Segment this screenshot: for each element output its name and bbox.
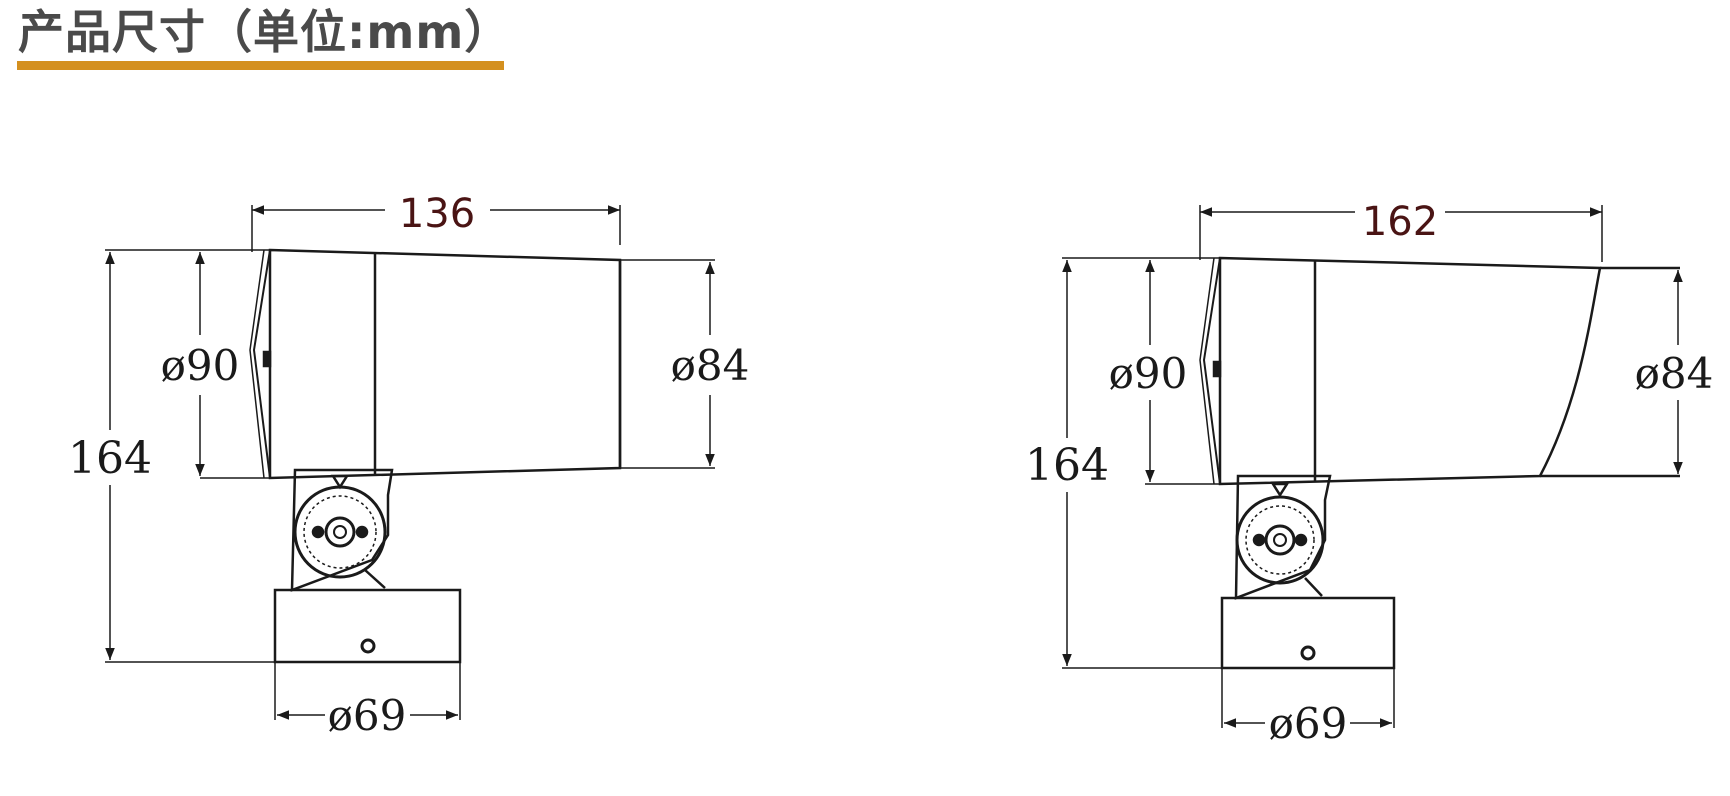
base-diameter-label: ø69 (1269, 699, 1348, 748)
dim-rear-diameter-right: ø84 (1635, 270, 1714, 474)
drawing-left: 136 ø90 ø84 164 (68, 191, 749, 740)
dim-height-right: 164 (1025, 257, 1222, 669)
front-diameter-label: ø90 (161, 341, 240, 390)
drawing-right: 162 ø90 ø84 164 ø6 (1025, 199, 1713, 748)
dim-length-left: 136 (251, 191, 621, 252)
height-label: 164 (1025, 440, 1109, 491)
base-left (273, 588, 462, 664)
lamp-body-right (1199, 256, 1680, 486)
lamp-body-left (249, 248, 622, 480)
mount-bracket-right (1234, 474, 1332, 600)
dim-base-diameter-left: ø69 (274, 662, 461, 740)
dim-base-diameter-right: ø69 (1221, 668, 1395, 748)
dim-front-diameter-right: ø90 (1109, 257, 1220, 485)
rear-diameter-label: ø84 (671, 341, 750, 390)
length-label: 162 (1362, 199, 1438, 245)
dim-front-diameter-left: ø90 (161, 249, 270, 479)
mount-bracket-left (290, 468, 394, 592)
title-underline (17, 61, 504, 70)
dim-rear-diameter-left: ø84 (620, 259, 750, 469)
height-label: 164 (68, 433, 152, 484)
rear-diameter-label: ø84 (1635, 349, 1714, 398)
dim-length-right: 162 (1199, 199, 1603, 262)
length-label: 136 (399, 191, 475, 237)
base-right (1220, 596, 1396, 670)
front-diameter-label: ø90 (1109, 349, 1188, 398)
base-diameter-label: ø69 (328, 691, 407, 740)
page-title: 产品尺寸（单位:mm） (18, 5, 512, 59)
dim-height-left: 164 (68, 249, 275, 663)
